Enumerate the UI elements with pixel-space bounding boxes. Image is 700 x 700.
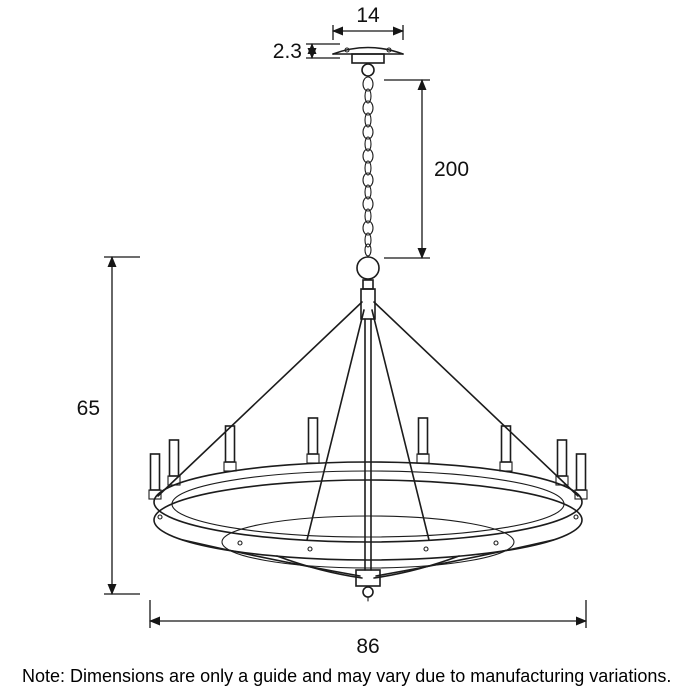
candle bbox=[306, 417, 320, 464]
dim-label-fixture-height: 65 bbox=[77, 397, 100, 420]
candle bbox=[499, 425, 513, 472]
dim-label-chain-length: 200 bbox=[434, 158, 469, 181]
note-text: Note: Dimensions are only a guide and ma… bbox=[22, 666, 672, 686]
chain bbox=[362, 76, 374, 257]
under-frame bbox=[182, 515, 554, 602]
canopy-knob bbox=[361, 63, 375, 77]
dimension-chain-length: 200 bbox=[384, 79, 469, 259]
dimension-canopy-height: 2.3 bbox=[273, 40, 340, 63]
dimension-fixture-diameter: 86 bbox=[149, 600, 587, 658]
dim-label-canopy-width: 14 bbox=[356, 4, 380, 27]
candles bbox=[148, 417, 588, 500]
canopy bbox=[332, 46, 404, 77]
candle bbox=[167, 439, 181, 486]
dim-label-fixture-diameter: 86 bbox=[356, 635, 379, 658]
candle bbox=[555, 439, 569, 486]
wheel-rim bbox=[153, 461, 583, 561]
hanging-ring bbox=[356, 256, 380, 320]
dim-label-canopy-height: 2.3 bbox=[273, 40, 302, 63]
candle bbox=[223, 425, 237, 472]
dimension-fixture-height: 65 bbox=[77, 256, 140, 595]
bottom-hub bbox=[355, 569, 381, 587]
support-arms bbox=[157, 301, 579, 571]
finial bbox=[362, 586, 374, 598]
dimension-canopy-width: 14 bbox=[332, 4, 404, 40]
candle bbox=[416, 417, 430, 464]
